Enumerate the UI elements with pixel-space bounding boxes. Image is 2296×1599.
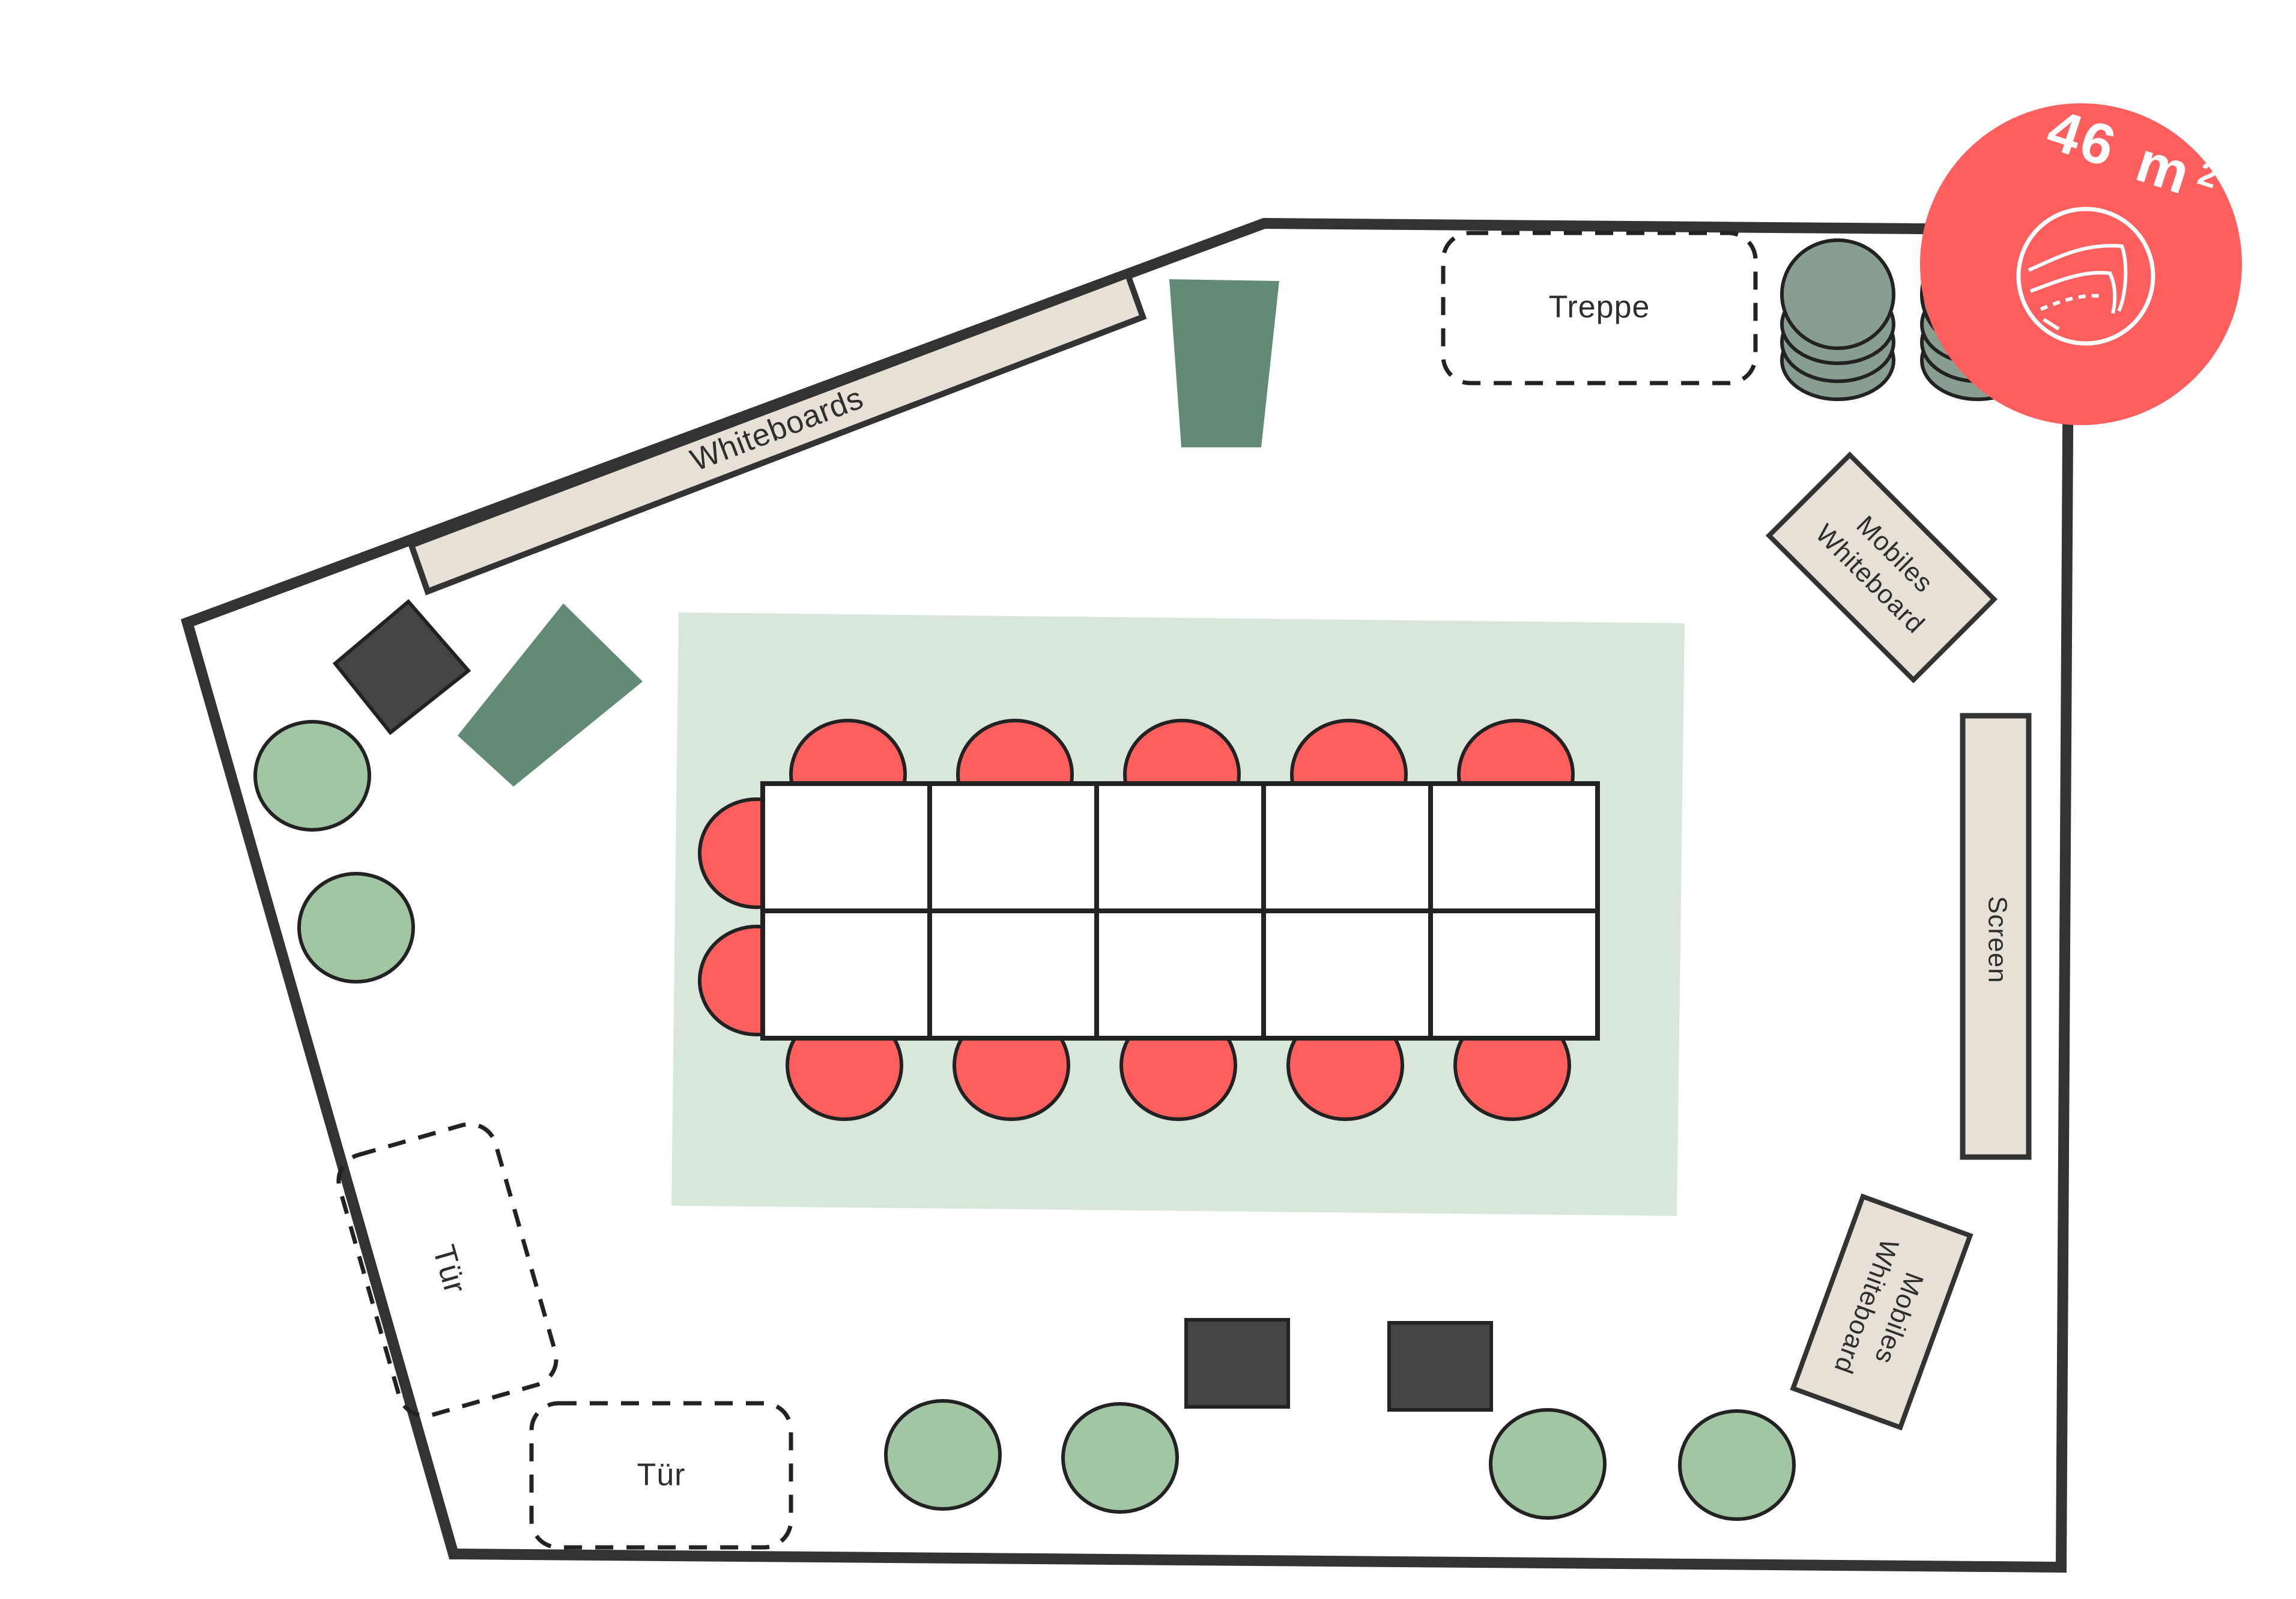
- stool-stack-1: [1780, 238, 1895, 401]
- table-segment: [1261, 781, 1433, 913]
- table-segment: [1428, 908, 1600, 1041]
- stairs: Treppe: [1441, 231, 1758, 385]
- conference-table: [760, 781, 1600, 1041]
- side-table-bottom-1: [1184, 1318, 1290, 1409]
- table-segment: [927, 908, 1099, 1041]
- mobile-whiteboard-bottom: Mobiles Whiteboard: [1790, 1193, 1973, 1431]
- area-badge: 46 m 2: [1920, 97, 2242, 425]
- lounge-chair: [884, 1399, 1002, 1511]
- door-bottom: Tür: [529, 1401, 793, 1550]
- lounge-chair: [297, 872, 415, 984]
- plant-top: [1169, 279, 1279, 447]
- side-table-left: [332, 599, 471, 736]
- lounge-chair: [1489, 1408, 1607, 1520]
- table-segment: [1094, 781, 1266, 913]
- table-segment: [1094, 908, 1266, 1041]
- table-segment: [1261, 908, 1433, 1041]
- stairs-label: Treppe: [1549, 290, 1650, 325]
- table-segment: [760, 908, 932, 1041]
- screen: Screen: [1960, 713, 2032, 1160]
- table-segment: [1428, 781, 1600, 913]
- screen-label: Screen: [1982, 896, 2012, 983]
- table-segment: [760, 781, 932, 913]
- door-bottom-label: Tür: [637, 1458, 686, 1493]
- mobile-whiteboard-top: Mobiles Whiteboard: [1765, 451, 1998, 684]
- room-area-icon: [2016, 207, 2155, 346]
- table-segment: [927, 781, 1099, 913]
- plant-left: [458, 603, 643, 787]
- lounge-chair: [1678, 1409, 1796, 1521]
- lounge-chair: [253, 720, 371, 832]
- door-left-label: Tür: [426, 1241, 473, 1298]
- lounge-chair: [1061, 1402, 1179, 1514]
- whiteboards-wall: Whiteboards: [407, 271, 1147, 596]
- side-table-bottom-2: [1387, 1321, 1493, 1412]
